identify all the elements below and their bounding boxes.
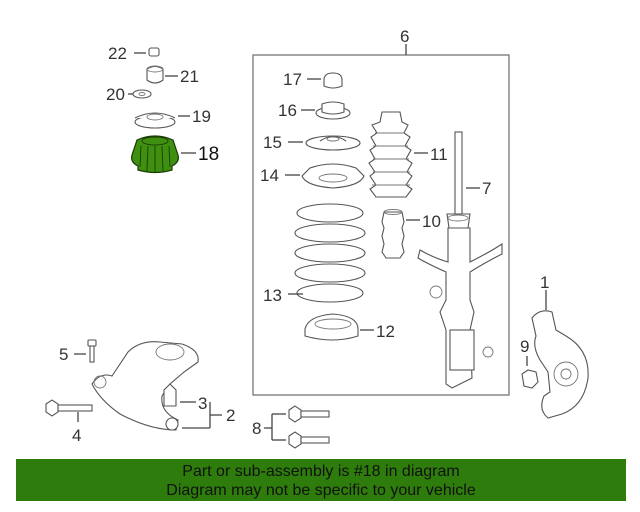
callout-5: 5 bbox=[59, 345, 68, 364]
part-9-nut[interactable] bbox=[521, 369, 539, 389]
callout-21: 21 bbox=[180, 67, 199, 86]
parts-diagram: 6 22 21 20 19 18 17 16 bbox=[45, 27, 589, 449]
lower-control-arm[interactable] bbox=[91, 341, 199, 431]
part-13-coil-spring[interactable] bbox=[294, 203, 366, 303]
callout-18: 18 bbox=[198, 144, 219, 165]
callout-13: 13 bbox=[263, 286, 282, 305]
callout-11: 11 bbox=[430, 145, 448, 164]
part-14-insulator[interactable] bbox=[301, 163, 365, 189]
callout-3: 3 bbox=[198, 394, 207, 413]
part-19-plate[interactable] bbox=[134, 112, 176, 129]
callout-8: 8 bbox=[252, 419, 261, 438]
part-5-bolt[interactable] bbox=[87, 339, 97, 363]
part-4-bolt[interactable] bbox=[45, 399, 93, 417]
part-15-seat[interactable] bbox=[305, 135, 361, 151]
part-10-bump-stop[interactable] bbox=[381, 209, 405, 259]
callout-4: 4 bbox=[72, 426, 81, 445]
strut-assembly-frame bbox=[252, 54, 510, 396]
info-banner: Part or sub-assembly is #18 in diagram D… bbox=[16, 459, 626, 501]
part-3-ball-joint[interactable] bbox=[163, 383, 179, 431]
part-17-cap[interactable] bbox=[323, 72, 343, 89]
callout-16: 16 bbox=[278, 101, 297, 120]
callout-2: 2 bbox=[226, 406, 235, 425]
callout-17: 17 bbox=[283, 70, 302, 89]
part-11-dust-boot[interactable] bbox=[368, 111, 413, 198]
callout-9: 9 bbox=[520, 337, 529, 356]
callout-22: 22 bbox=[108, 44, 127, 63]
callout-12: 12 bbox=[376, 322, 395, 341]
part-1-knuckle[interactable] bbox=[531, 310, 589, 419]
part-12-lower-insulator[interactable] bbox=[304, 313, 359, 341]
banner-line-2: Diagram may not be specific to your vehi… bbox=[166, 482, 476, 499]
part-20-washer[interactable] bbox=[132, 89, 152, 99]
part-7-strut[interactable] bbox=[417, 131, 503, 389]
part-21-bushing[interactable] bbox=[146, 65, 164, 84]
callout-6: 6 bbox=[400, 27, 409, 46]
part-8-bolts[interactable] bbox=[288, 405, 330, 449]
callout-14: 14 bbox=[260, 166, 279, 185]
callout-10: 10 bbox=[422, 212, 441, 231]
part-16-bushing[interactable] bbox=[315, 101, 351, 120]
callout-20: 20 bbox=[106, 85, 125, 104]
banner-line-1: Part or sub-assembly is #18 in diagram bbox=[182, 463, 460, 480]
callout-19: 19 bbox=[192, 107, 211, 126]
part-18-strut-mount[interactable] bbox=[131, 135, 179, 174]
callout-15: 15 bbox=[263, 133, 282, 152]
part-22-cap[interactable] bbox=[148, 47, 160, 57]
callout-7: 7 bbox=[482, 179, 491, 198]
callout-1: 1 bbox=[540, 273, 549, 292]
